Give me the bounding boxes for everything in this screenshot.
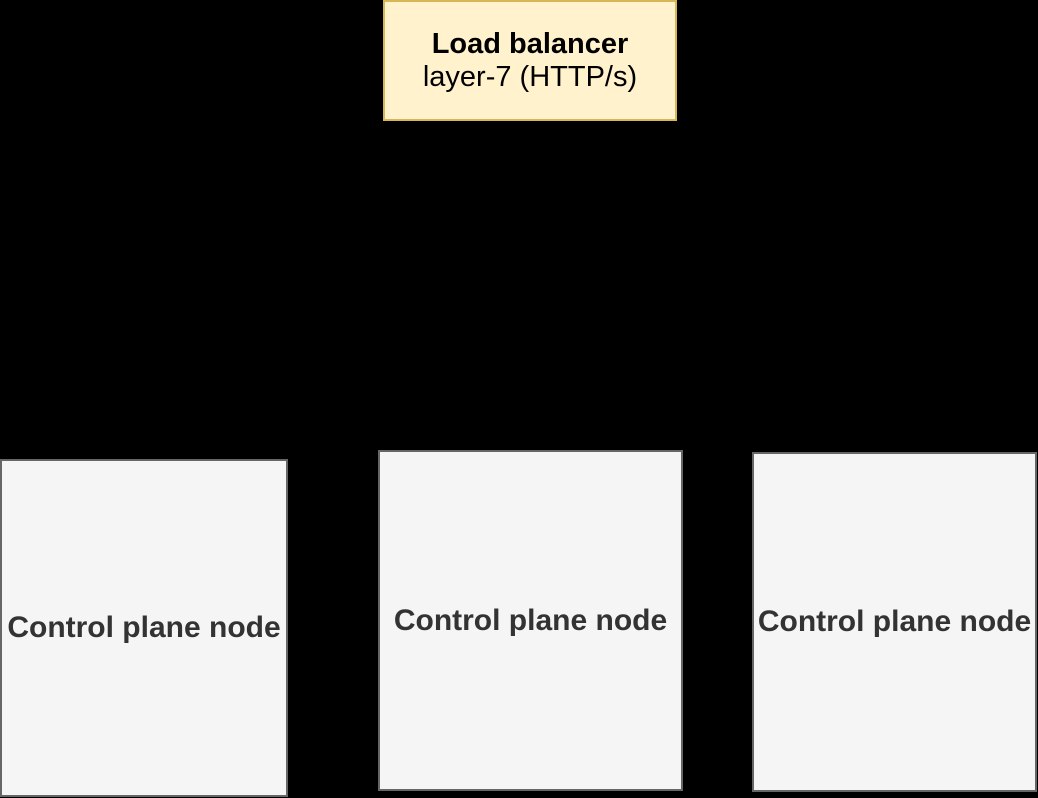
control-plane-node-box-2: Control plane node — [378, 450, 683, 791]
control-plane-node-box-3: Control plane node — [752, 452, 1037, 792]
control-plane-node-label: Control plane node — [757, 605, 1032, 638]
load-balancer-title: Load balancer — [431, 27, 629, 60]
control-plane-node-label: Control plane node — [7, 611, 281, 644]
control-plane-node-label: Control plane node — [393, 603, 668, 637]
control-plane-node-box-1: Control plane node — [0, 459, 288, 797]
load-balancer-box: Load balancer layer-7 (HTTP/s) — [383, 0, 677, 121]
load-balancer-subtitle: layer-7 (HTTP/s) — [422, 60, 638, 93]
